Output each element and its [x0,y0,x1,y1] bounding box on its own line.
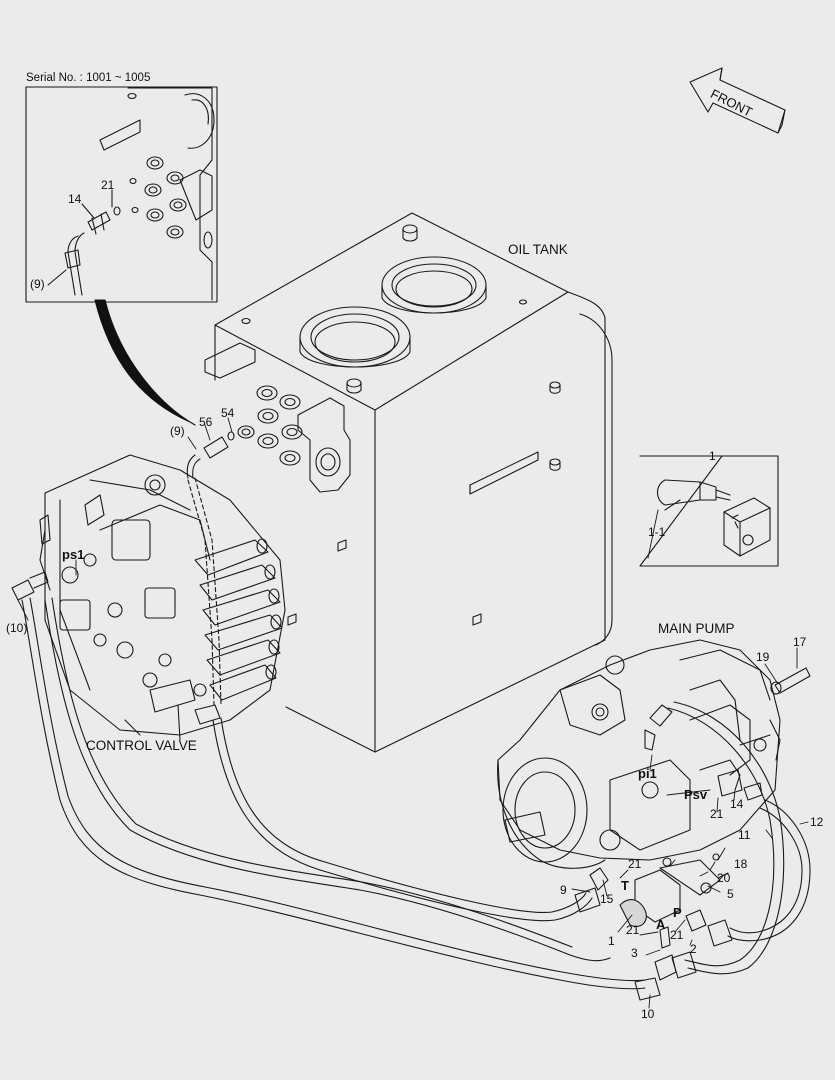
callout-56: 56 [199,415,213,429]
callout-21-a: 21 [626,923,640,937]
callout-14: 14 [730,797,744,811]
callout-5: 5 [727,887,734,901]
hose-10 [21,597,646,990]
port-ps1: ps1 [62,547,85,562]
callout-12: 12 [810,815,824,829]
control-valve [39,454,286,741]
serial-inset-box [25,86,218,303]
callout-21-p: 21 [670,928,684,942]
callout-1-box: 1 [709,449,716,463]
part1-detail-box [639,455,779,567]
control-valve-label: CONTROL VALVE [86,738,197,753]
hose-11 [667,701,785,975]
callout-10: 10 [641,1007,655,1021]
hose-9 [212,717,593,922]
port-t: T [621,878,629,893]
port-p: P [673,905,682,920]
callout-17: 17 [793,635,807,649]
callout-18: 18 [734,857,748,871]
callout-9: 9 [560,883,567,897]
callout-21-t: 21 [628,857,642,871]
dashed-hose [187,477,222,706]
callout-3: 3 [631,946,638,960]
callout-2: 2 [690,942,697,956]
port-psv: Psv [684,787,708,802]
port-pi1: pi1 [638,766,657,781]
callout-1-1: 1-1 [648,525,666,539]
callout-1: 1 [608,934,615,948]
callout-21-psv: 21 [710,807,724,821]
callout-19: 19 [756,650,770,664]
inset-callout-9: (9) [30,277,45,291]
oil-tank-label: OIL TANK [508,242,568,257]
callout-54: 54 [221,406,235,420]
inset-callout-14: 14 [68,192,82,206]
hose-long-valve [44,597,611,962]
oil-tank [204,212,613,753]
front-arrow [689,67,786,134]
main-pump-label: MAIN PUMP [658,621,735,636]
hose-12 [727,799,811,942]
callout-10-left: (10) [6,621,28,635]
serial-number-label: Serial No. : 1001 ~ 1005 [26,72,151,84]
callout-20: 20 [717,871,731,885]
main-pump [497,639,781,869]
inset-callout-21: 21 [101,178,115,192]
callout-11: 11 [738,828,751,842]
port-a: A [656,917,666,932]
callout-15: 15 [600,892,614,906]
callout-9-top: (9) [170,424,185,438]
